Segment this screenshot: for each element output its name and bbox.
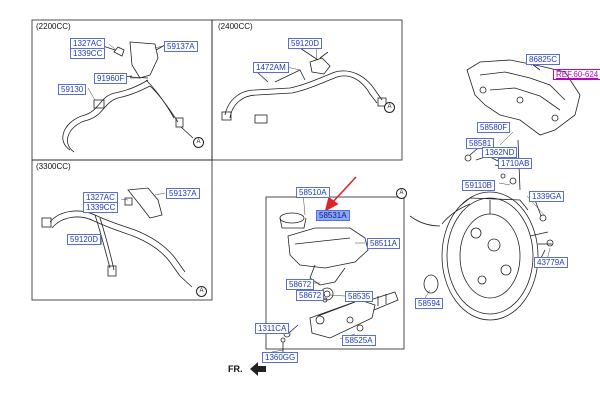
section-label-2200cc: (2200CC): [36, 22, 71, 31]
section-label-3300cc: (3300CC): [36, 162, 71, 171]
callout-a-booster: A: [396, 188, 407, 199]
part-label-58525a[interactable]: 58525A: [342, 335, 376, 346]
callout-a-2200cc: A: [193, 137, 204, 148]
part-label-58580f[interactable]: 58580F: [477, 122, 511, 133]
part-label-1339cc-3300[interactable]: 1339CC: [83, 202, 119, 213]
section-box-2400cc: [211, 19, 403, 161]
leader-lines: [87, 43, 551, 353]
part-label-1472am[interactable]: 1472AM: [253, 62, 289, 73]
master-cylinder-box: [265, 196, 405, 350]
front-direction-label: FR.: [228, 364, 243, 374]
front-direction-arrow: [250, 362, 266, 376]
part-label-1339cc[interactable]: 1339CC: [70, 48, 106, 59]
part-label-58511a[interactable]: 58511A: [367, 238, 400, 249]
part-label-59130[interactable]: 59130: [58, 84, 87, 95]
part-label-59110b[interactable]: 59110B: [462, 180, 495, 191]
reference-link[interactable]: REF.60-624: [553, 69, 600, 80]
part-label-59120d-3300[interactable]: 59120D: [67, 234, 102, 245]
callout-a-2400cc: A: [384, 102, 395, 113]
part-label-58531a[interactable]: 58531A: [316, 210, 350, 221]
part-label-91960f[interactable]: 91960F: [94, 73, 128, 84]
brake-booster: [409, 191, 552, 321]
hose-3300cc: [41, 187, 193, 288]
part-label-58535[interactable]: 58535: [345, 291, 374, 302]
part-label-58672[interactable]: 58672: [286, 279, 315, 290]
part-label-1339ga[interactable]: 1339GA: [529, 191, 565, 202]
part-label-1311ca[interactable]: 1311CA: [255, 323, 290, 334]
part-label-59137a[interactable]: 59137A: [164, 41, 198, 52]
part-label-1710ab[interactable]: 1710AB: [498, 158, 533, 169]
part-label-58594[interactable]: 58594: [415, 298, 444, 309]
hose-2400cc: [221, 47, 387, 124]
callout-a-3300cc: A: [196, 286, 207, 297]
section-label-2400cc: (2400CC): [218, 22, 253, 31]
part-label-58672-lower[interactable]: 58672: [296, 290, 325, 301]
part-label-59120d[interactable]: 59120D: [288, 38, 323, 49]
part-label-86825c[interactable]: 86825C: [526, 54, 561, 65]
part-label-43779a[interactable]: 43779A: [534, 257, 568, 268]
pointer-arrow: [324, 176, 357, 212]
bracket-assembly: [466, 59, 581, 136]
part-label-1362nd[interactable]: 1362ND: [482, 147, 518, 158]
part-label-58581[interactable]: 58581: [466, 138, 495, 149]
part-label-1360gg[interactable]: 1360GG: [262, 352, 299, 363]
section-box-3300cc: [31, 159, 213, 301]
part-label-59137a-3300[interactable]: 59137A: [166, 188, 200, 199]
part-label-58510a[interactable]: 58510A: [296, 187, 330, 198]
